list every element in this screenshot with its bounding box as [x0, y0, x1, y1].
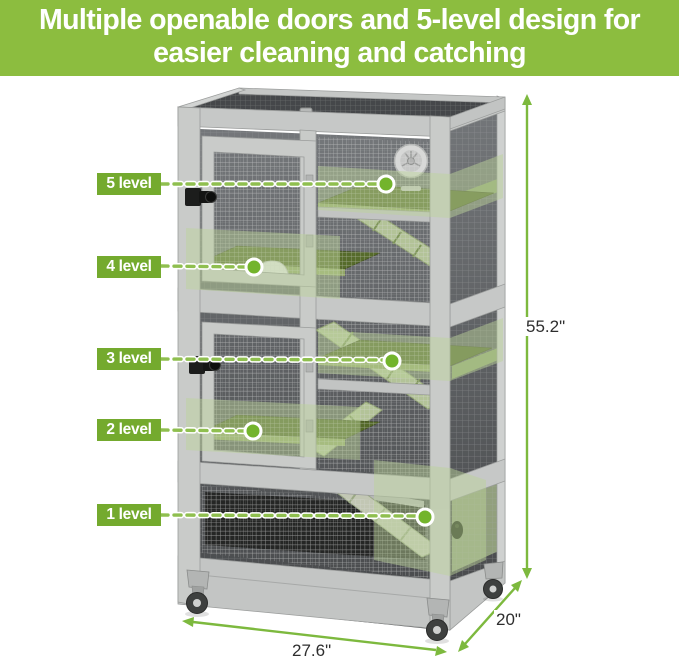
caster-wheel-front-right [426, 597, 450, 641]
depth-dimension-label: 20" [494, 610, 523, 629]
level-3-leader-line [159, 357, 386, 362]
side-door-latch [451, 521, 463, 539]
height-dimension-label: 55.2" [524, 317, 568, 336]
level-leader-lines [157, 174, 435, 527]
level-1-badge-label: 1 level [106, 506, 152, 523]
dimension-annotations [182, 94, 532, 656]
level-3-badge-label: 3 level [106, 350, 152, 367]
level-5-marker-dot [376, 174, 396, 194]
width-dimension-line [182, 617, 447, 656]
level-4-leader-line [159, 264, 248, 269]
level-5-badge: 5 level [97, 173, 161, 195]
height-dimension-line [522, 94, 532, 579]
banner-line-1: Multiple openable doors and 5-level desi… [38, 4, 641, 36]
level-3-marker-dot [382, 351, 402, 371]
upper-door-latch [185, 188, 217, 206]
cage-right-side-panel [449, 95, 506, 631]
caster-wheels [185, 561, 504, 644]
level-3-badge: 3 level [97, 348, 161, 370]
level-4-badge-label: 4 level [106, 258, 152, 275]
level-2-badge-label: 2 level [106, 421, 152, 438]
depth-dimension-line [458, 580, 522, 652]
level-1-marker-dot [415, 507, 435, 527]
width-dimension-label: 27.6" [290, 641, 334, 660]
level-2-badge: 2 level [97, 419, 161, 441]
level-2-leader-line [159, 428, 247, 433]
header-banner: Multiple openable doors and 5-level desi… [0, 0, 679, 76]
level-2-marker-dot [243, 421, 263, 441]
cage-front-frame [177, 106, 463, 631]
level-1-leader-line [159, 513, 419, 518]
level-highlight-overlays [186, 154, 503, 576]
banner-line-2: easier cleaning and catching [153, 37, 526, 69]
level-4-badge: 4 level [97, 256, 161, 278]
caster-wheel-rear-right [483, 561, 504, 599]
upper-door [201, 135, 317, 288]
level-4-marker-dot [244, 257, 264, 277]
level-1-badge: 1 level [97, 504, 161, 526]
caster-wheel-front-left [186, 569, 210, 614]
middle-door [201, 321, 317, 470]
level-5-badge-label: 5 level [106, 175, 152, 192]
